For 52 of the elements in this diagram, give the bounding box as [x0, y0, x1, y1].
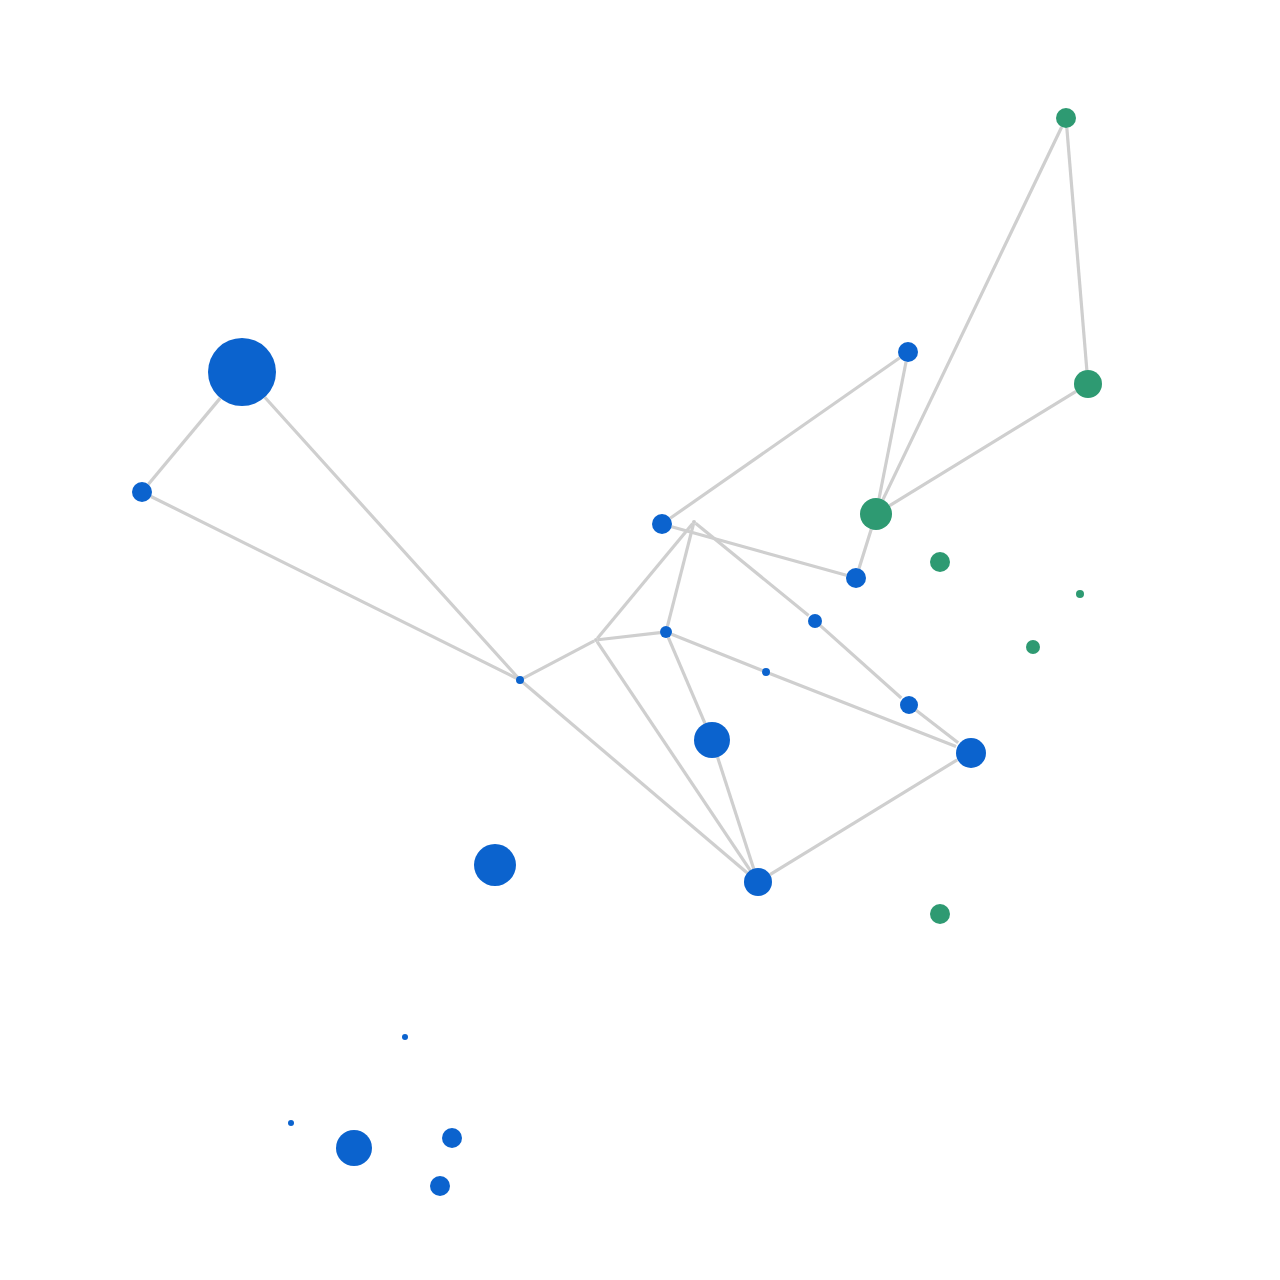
connector-line: [888, 389, 1077, 507]
connector-line: [666, 636, 707, 725]
connector-line: [596, 522, 694, 640]
network-node: [430, 1176, 450, 1196]
connector-line: [818, 623, 903, 700]
connector-line: [716, 756, 756, 870]
connector-line: [263, 396, 519, 679]
network-node: [955, 737, 985, 767]
connector-line: [671, 525, 847, 577]
line-junction: [692, 520, 696, 524]
network-node: [652, 514, 672, 534]
network-node: [442, 1128, 462, 1148]
network-node: [132, 482, 152, 502]
network-node: [401, 1033, 407, 1039]
network-node: [899, 695, 917, 713]
connector-line: [769, 758, 959, 877]
connector-line: [147, 397, 222, 486]
connector-line: [877, 361, 908, 499]
connector-line: [694, 522, 810, 617]
network-node: [930, 904, 950, 924]
network-node: [1074, 370, 1102, 398]
network-node: [516, 676, 524, 684]
network-node: [694, 722, 730, 758]
network-node: [1076, 590, 1084, 598]
connector-line: [769, 671, 957, 748]
connector-line: [595, 640, 752, 872]
network-node: [1025, 639, 1039, 653]
connector-line: [522, 639, 595, 680]
connector-line: [914, 708, 960, 745]
network-node: [473, 843, 515, 885]
network-node: [287, 1119, 293, 1125]
connector-line: [669, 356, 901, 520]
network-node: [1056, 108, 1076, 128]
network-node: [660, 626, 672, 638]
network-node: [860, 498, 892, 530]
connector-line: [597, 631, 661, 642]
connector-line: [881, 126, 1064, 501]
network-node: [762, 668, 770, 676]
network-node: [336, 1130, 372, 1166]
line-junction: [594, 638, 598, 642]
network-node: [898, 342, 918, 362]
network-node: [807, 613, 821, 627]
network-node: [930, 552, 950, 572]
network-node: [846, 568, 866, 588]
network-node: [744, 868, 772, 896]
connector-line: [857, 528, 873, 569]
connector-line: [150, 495, 518, 680]
connector-line: [670, 632, 763, 672]
connector-line: [1065, 127, 1089, 371]
connector-line: [665, 523, 696, 627]
connector-line: [522, 681, 749, 875]
network-node: [208, 338, 276, 406]
